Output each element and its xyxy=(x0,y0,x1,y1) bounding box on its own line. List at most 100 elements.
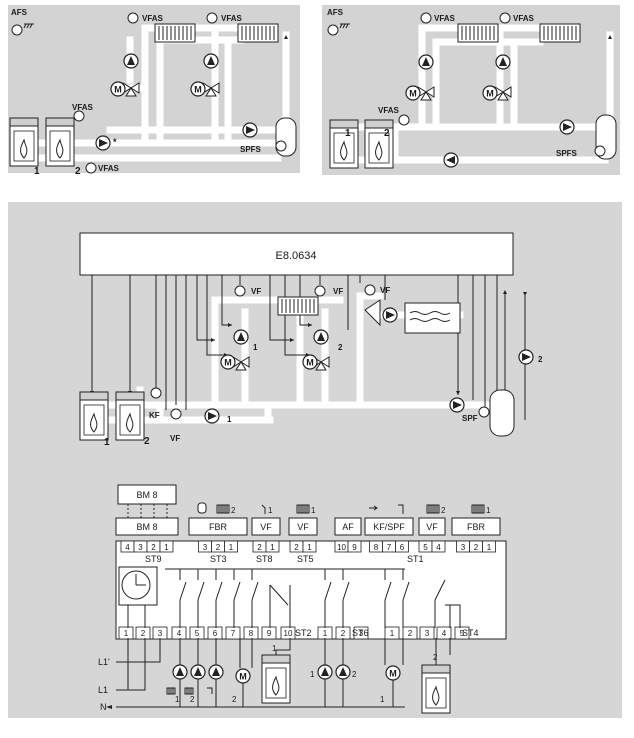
vf-label: VF xyxy=(333,287,343,296)
tank-sensor-icon xyxy=(594,145,606,157)
terminal-pin xyxy=(265,540,280,553)
pin-number: 1 xyxy=(270,543,275,552)
controller-box xyxy=(79,232,514,276)
pin-number: 3 xyxy=(138,543,143,552)
vfas-label: VFAS xyxy=(142,14,164,23)
pin-number: 4 xyxy=(442,629,447,638)
vfas-label: VFAS xyxy=(72,103,94,112)
device-label: 1 xyxy=(310,670,315,679)
pin-number: 4 xyxy=(177,629,182,638)
terminal-pin xyxy=(243,626,259,640)
tank-sensor-icon xyxy=(275,140,287,152)
top-right-schematic: VFAS VFAS AFS 1 2 VFAS SPFS xyxy=(322,5,620,175)
connector: VF xyxy=(288,517,318,536)
pin-number: 2 xyxy=(341,629,346,638)
pin-number: 1 xyxy=(323,629,328,638)
device-label: 1 xyxy=(175,695,180,704)
pump-symbol-icon xyxy=(261,504,266,514)
pin-number: 5 xyxy=(423,543,428,552)
terminal-pin xyxy=(482,540,496,553)
terminal-pin xyxy=(159,540,174,553)
flow-sensor-icon xyxy=(499,12,511,24)
pin-number: 2 xyxy=(408,629,413,638)
terminal-pin xyxy=(118,626,134,640)
connector-label: AF xyxy=(342,522,354,532)
device-label: 2 xyxy=(352,670,357,679)
flow-sensor-icon xyxy=(85,162,97,174)
device-label: 2 xyxy=(232,695,237,704)
circuit-number: 2 xyxy=(338,343,343,352)
pump-icon xyxy=(233,329,249,345)
pump-icon xyxy=(172,664,188,680)
connector: VF xyxy=(251,517,281,536)
outdoor-sensor-icon xyxy=(327,24,339,36)
st-label: ST8 xyxy=(256,554,273,564)
wiring-icons: 2 1 1 2 1 xyxy=(197,502,491,515)
pin-number: 4 xyxy=(436,543,441,552)
remote-icon xyxy=(197,502,207,514)
connector-box xyxy=(334,517,362,536)
relay-switches xyxy=(165,568,461,628)
pump-icon xyxy=(123,53,139,69)
supply-label: N xyxy=(100,702,107,712)
bottom-devices: 1 2 2 1 1 2 1 2 xyxy=(166,638,451,714)
pump-icon xyxy=(317,664,333,680)
pump-icon xyxy=(382,307,398,323)
pin-number: 2 xyxy=(151,543,156,552)
pin-number: 3 xyxy=(203,543,208,552)
pump-number: 1 xyxy=(227,415,232,424)
icon-label: 2 xyxy=(441,506,446,515)
motor-icon xyxy=(385,665,401,681)
radiator-icon xyxy=(426,504,440,514)
icon-label: 1 xyxy=(311,506,316,515)
flow-sensor-icon xyxy=(234,285,246,297)
pump-icon xyxy=(242,122,258,138)
connector: FBR xyxy=(188,517,248,536)
spfs-label: SPFS xyxy=(556,149,578,158)
pin-number: 8 xyxy=(374,543,379,552)
pin-number: 5 xyxy=(460,629,465,638)
terminal-pin xyxy=(224,540,238,553)
boiler-icon xyxy=(115,391,145,441)
pin-number: 2 xyxy=(257,543,262,552)
flow-sensor-icon xyxy=(206,12,218,24)
tap-icon xyxy=(207,687,213,694)
connector-label: VF xyxy=(260,522,272,532)
connector-box xyxy=(188,517,248,536)
terminal-pin xyxy=(395,540,409,553)
connector-label: KF/SPF xyxy=(373,522,405,532)
radiator-icon xyxy=(216,504,230,514)
outdoor-sensor-icon xyxy=(11,24,23,36)
system-schematic: E8.0634 xyxy=(79,232,543,448)
radiator-icon xyxy=(166,687,176,695)
vfas-label: VFAS xyxy=(98,164,120,173)
pin-number: 2 xyxy=(294,543,299,552)
radiator-icon xyxy=(184,687,194,695)
terminal-pin xyxy=(135,626,151,640)
motor-icon xyxy=(220,354,236,370)
boiler-icon xyxy=(329,119,359,169)
terminal-pin xyxy=(171,626,187,640)
terminal-pin xyxy=(207,626,223,640)
connector-box xyxy=(115,517,179,536)
flow-sensor-icon xyxy=(73,110,85,122)
terminal-pin xyxy=(189,626,205,640)
radiator-icon xyxy=(237,23,279,43)
pin-number: 3 xyxy=(425,629,430,638)
water-wave-icon xyxy=(409,311,451,322)
spfs-label: SPFS xyxy=(240,145,262,154)
terminal-pin xyxy=(347,540,362,553)
connector-box xyxy=(251,517,281,536)
pin-number: 1 xyxy=(390,629,395,638)
arrow-icon xyxy=(369,505,378,511)
boiler-number: 1 xyxy=(345,128,351,139)
pin-number: 1 xyxy=(124,629,129,638)
radiator-icon xyxy=(277,296,319,316)
st-label: ST9 xyxy=(145,554,162,564)
bottom-background xyxy=(8,202,622,718)
pin-number: 6 xyxy=(213,629,218,638)
pump-icon xyxy=(495,54,511,70)
top-left-schematic: VFAS VFAS AFS 1 2 VFAS * VFAS SPFS xyxy=(8,5,300,177)
connector: KF/SPF xyxy=(364,517,414,536)
